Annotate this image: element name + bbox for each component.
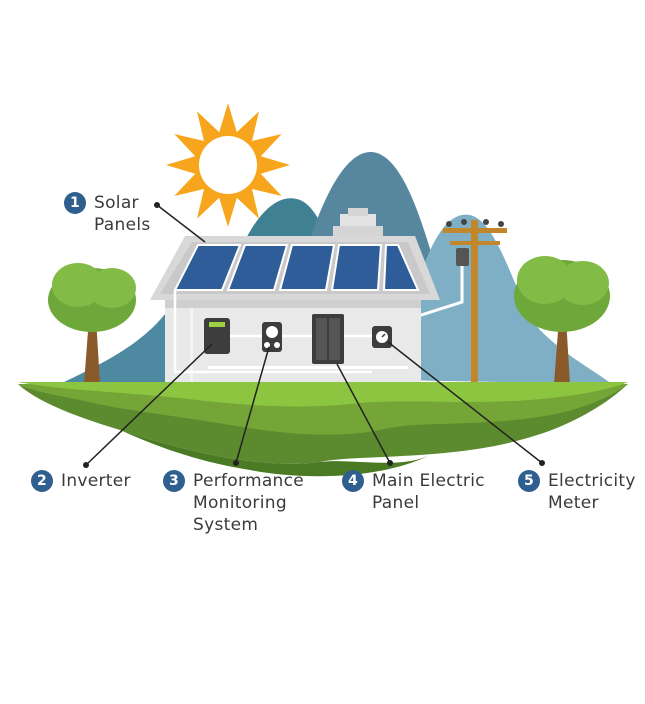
conduits: [173, 290, 372, 374]
callout-line-3: [235, 346, 270, 464]
label-line: Solar: [94, 193, 139, 213]
callout-dot-2: [83, 462, 89, 468]
label-number-badge: 5: [518, 470, 540, 492]
label-performance-monitoring-system: 3 Performance Monitoring System: [163, 470, 304, 536]
label-line: System: [193, 515, 259, 535]
label-inverter: 2 Inverter: [31, 470, 131, 492]
main-electric-panel-icon: [312, 314, 344, 364]
utility-pole: [443, 219, 507, 384]
label-number-badge: 1: [64, 192, 86, 214]
solar-panels: [173, 244, 420, 291]
label-main-electric-panel: 4 Main Electric Panel: [342, 470, 485, 514]
electricity-meter-icon: [372, 326, 392, 348]
callout-line-2: [85, 343, 213, 466]
label-number-badge: 2: [31, 470, 53, 492]
tree-right: [514, 256, 610, 384]
sun-icon: [166, 103, 290, 227]
label-line: Panels: [94, 215, 151, 235]
label-electricity-meter: 5 Electricity Meter: [518, 470, 636, 514]
label-number-badge: 3: [163, 470, 185, 492]
callout-line-4: [336, 363, 391, 464]
label-line: Meter: [548, 493, 599, 513]
callout-dot-1: [154, 202, 160, 208]
callout-line-1: [156, 204, 206, 243]
label-line: Monitoring: [193, 493, 287, 513]
callout-lines: [85, 204, 543, 466]
callout-dot-3: [233, 460, 239, 466]
label-line: Performance: [193, 471, 305, 491]
callout-line-5: [387, 341, 543, 464]
label-line: Inverter: [61, 471, 131, 491]
callout-dot-4: [387, 460, 393, 466]
label-line: Main Electric: [372, 471, 485, 491]
label-line: Electricity: [548, 471, 636, 491]
callout-dot-5: [539, 460, 545, 466]
tree-left: [48, 263, 136, 384]
monitoring-system-icon: [262, 322, 282, 352]
label-solar-panels: 1 Solar Panels: [64, 192, 151, 236]
callout-dots: [83, 202, 545, 468]
label-number-badge: 4: [342, 470, 364, 492]
ground: [18, 382, 628, 477]
label-line: Panel: [372, 493, 420, 513]
